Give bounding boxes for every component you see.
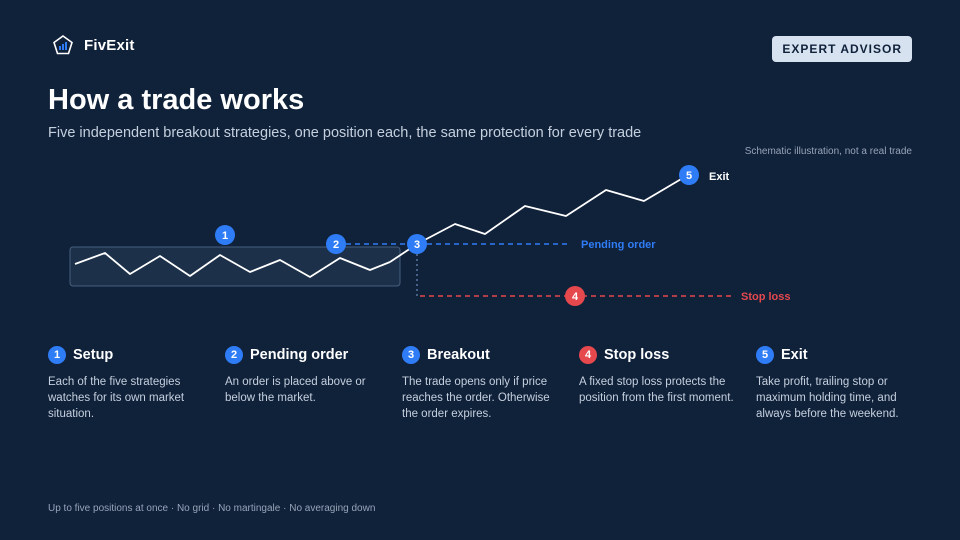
step-title: Breakout [427, 347, 490, 363]
step-number-badge: 5 [756, 346, 774, 364]
step-number-badge: 4 [579, 346, 597, 364]
price-consolidation-line [74, 252, 391, 278]
pending-order-label: Pending order [581, 239, 656, 251]
svg-text:2: 2 [333, 239, 339, 251]
step-breakout: 3 Breakout The trade opens only if price… [402, 346, 579, 422]
brand-name: FivExit [84, 36, 135, 54]
step-number-badge: 1 [48, 346, 66, 364]
exit-label: Exit [709, 171, 730, 183]
disclaimer-note: Schematic illustration, not a real trade [744, 146, 912, 157]
pentagon-chart-icon [53, 35, 73, 55]
marker-5: 5 [679, 165, 699, 185]
step-pending-order: 2 Pending order An order is placed above… [225, 346, 402, 422]
svg-text:3: 3 [414, 239, 420, 251]
stop-loss-label: Stop loss [741, 291, 791, 303]
trade-diagram: 1 2 3 4 5 Pending order Stop loss Exit [69, 165, 791, 306]
step-exit: 5 Exit Take profit, trailing stop or max… [756, 346, 933, 422]
step-title: Setup [73, 347, 114, 363]
step-number-badge: 2 [225, 346, 243, 364]
step-number-badge: 3 [402, 346, 420, 364]
step-description: A fixed stop loss protects the position … [579, 376, 734, 404]
marker-1: 1 [215, 225, 235, 245]
step-stop-loss: 4 Stop loss A fixed stop loss protects t… [579, 346, 756, 422]
consolidation-range-box [69, 246, 401, 287]
step-description: The trade opens only if price reaches th… [402, 376, 550, 420]
expert-advisor-badge: EXPERT ADVISOR [772, 36, 912, 62]
svg-text:4: 4 [572, 291, 579, 303]
page-subtitle: Five independent breakout strategies, on… [48, 125, 642, 141]
steps-row: 1 Setup Each of the five strategies watc… [48, 346, 933, 422]
step-description: Each of the five strategies watches for … [48, 376, 185, 420]
page-title: How a trade works [48, 84, 305, 116]
marker-2: 2 [326, 234, 346, 254]
marker-4: 4 [565, 286, 585, 306]
brand-logo: FivExit [52, 34, 135, 56]
step-title: Pending order [250, 347, 349, 363]
step-title: Stop loss [604, 347, 670, 363]
step-description: An order is placed above or below the ma… [225, 376, 366, 404]
step-description: Take profit, trailing stop or maximum ho… [756, 376, 899, 420]
footer-note: Up to five positions at once · No grid ·… [48, 503, 376, 514]
marker-3: 3 [407, 234, 427, 254]
step-setup: 1 Setup Each of the five strategies watc… [48, 346, 225, 422]
svg-text:1: 1 [222, 230, 228, 242]
step-title: Exit [781, 347, 808, 363]
svg-text:5: 5 [686, 170, 692, 182]
price-trend-line [389, 174, 689, 263]
